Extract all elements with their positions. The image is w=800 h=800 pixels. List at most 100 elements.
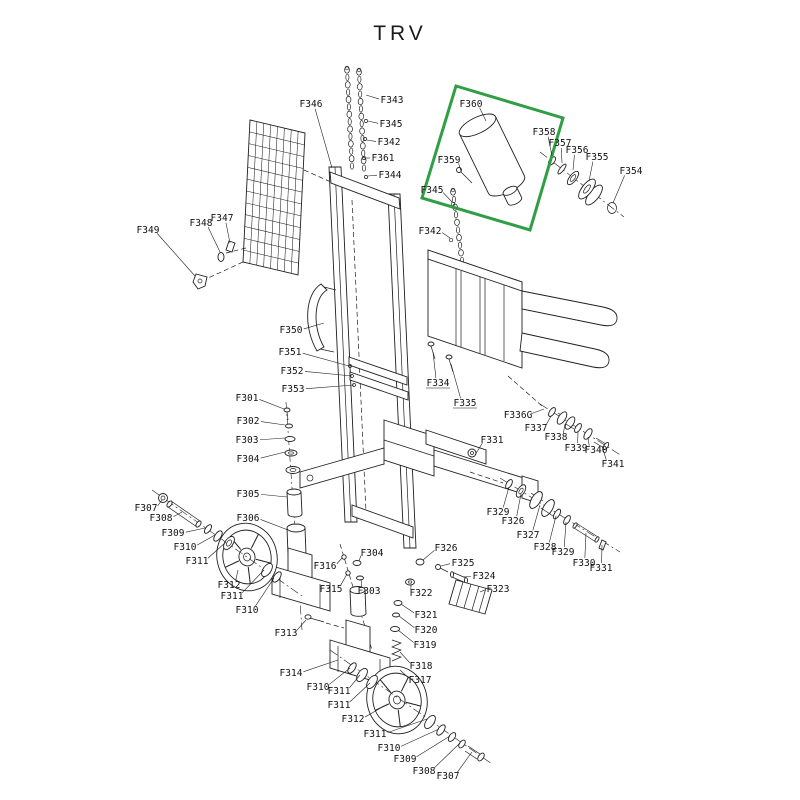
leader-line (336, 557, 343, 565)
leader-line (349, 682, 371, 703)
pedal-groove (455, 581, 464, 607)
part-label-f331: F331 (481, 435, 504, 446)
chain-link (458, 241, 462, 249)
bolt-f334 (427, 341, 435, 347)
washer-f310 (347, 662, 357, 674)
part-label-f336g: F336G (504, 410, 533, 421)
washer-f302 (285, 423, 293, 429)
part-label-f310: F310 (378, 743, 401, 754)
leader-line (516, 493, 522, 517)
leader-line (416, 735, 451, 757)
chain-link (344, 66, 350, 74)
roller-front (529, 491, 543, 509)
leader-line (157, 499, 163, 506)
washer-f303b (356, 575, 364, 581)
leader-line (364, 705, 385, 718)
part-label-f308: F308 (413, 766, 436, 777)
part-label-f347: F347 (211, 213, 234, 224)
axle-parts-bottom (329, 649, 493, 765)
axle-f330 (572, 522, 600, 543)
bearing-f311 (366, 674, 378, 690)
leader-line (479, 107, 487, 122)
pulley-f355 (578, 178, 603, 206)
part-label-f309: F309 (394, 754, 417, 765)
axle-parts-left (151, 489, 303, 597)
roller-back (541, 499, 555, 517)
washer-f304b (352, 560, 362, 566)
part-label-f330: F330 (573, 558, 596, 569)
part-label-f304: F304 (237, 454, 260, 465)
part-label-f348: F348 (190, 218, 213, 229)
roller-back (564, 416, 576, 430)
part-label-f352: F352 (281, 366, 304, 377)
leader-line (225, 222, 231, 244)
washer-f348 (217, 252, 225, 262)
mesh-line (246, 190, 302, 205)
washer-f308 (458, 739, 466, 749)
part-label-f361: F361 (372, 153, 395, 164)
chassis-block-line (383, 439, 435, 457)
leader-line (545, 415, 552, 426)
pedal-groove (471, 585, 480, 611)
pivot-hole-bore (470, 451, 474, 455)
part-label-f316: F316 (314, 561, 337, 572)
mesh-line (247, 178, 303, 193)
part-label-f339: F339 (565, 443, 588, 454)
part-label-f354: F354 (620, 166, 643, 177)
part-label-f319: F319 (414, 640, 437, 651)
chain-link (346, 110, 353, 118)
ring-f328 (552, 508, 562, 520)
backrest-grid (205, 119, 332, 280)
part-label-f311: F311 (186, 556, 209, 567)
sleeve-body (286, 491, 303, 518)
part-label-f351: F351 (279, 347, 302, 358)
chain-link (456, 226, 460, 234)
chassis-frame (299, 419, 539, 504)
part-label-f345: F345 (380, 119, 403, 130)
part-label-f315: F315 (320, 584, 343, 595)
ring-f337 (548, 407, 556, 417)
ring-f339 (574, 423, 582, 433)
chain-link (348, 155, 355, 163)
leader-line (442, 192, 453, 203)
leader-line (207, 541, 227, 559)
washer-f319 (390, 626, 400, 632)
leader-line (367, 174, 378, 177)
fastener-dot (362, 156, 366, 160)
pedal-groove (463, 583, 472, 609)
leader-line (259, 437, 286, 441)
ring-f356-bore (569, 174, 577, 182)
part-label-f340: F340 (585, 445, 608, 456)
bolt-f301 (283, 407, 291, 413)
leader-line (397, 629, 414, 643)
part-label-f337: F337 (525, 423, 548, 434)
lift-chain-right (356, 68, 367, 172)
part-label-f357: F357 (549, 138, 572, 149)
leader-line (601, 445, 607, 460)
chain-anchor-dot (450, 187, 456, 193)
part-label-f328: F328 (534, 542, 557, 553)
mid-crossbar-2 (349, 371, 409, 401)
washer-f304-bore (288, 451, 294, 455)
leader-line (399, 651, 411, 664)
roller-f338 (556, 411, 576, 430)
chain-anchor-dot (356, 67, 362, 73)
grid-mesh (243, 121, 305, 274)
mesh-line (244, 238, 300, 252)
mesh-line (243, 249, 299, 264)
washer-f309 (447, 732, 457, 742)
chain-link (358, 90, 363, 98)
washer-f322-bore (407, 580, 413, 584)
leader-line (612, 175, 625, 204)
bolt-f325-shaft (439, 567, 449, 573)
axle-axis (329, 649, 493, 765)
anchor-parts (192, 240, 236, 290)
leader-line (173, 511, 183, 517)
handle-bracket-bottom (319, 348, 335, 353)
chain-link (348, 140, 354, 148)
fastener-dot (364, 119, 368, 123)
leader-line (450, 363, 461, 399)
leader-line (530, 408, 545, 415)
fork-tine-upper (521, 290, 618, 327)
bolt-f307b (464, 745, 485, 762)
